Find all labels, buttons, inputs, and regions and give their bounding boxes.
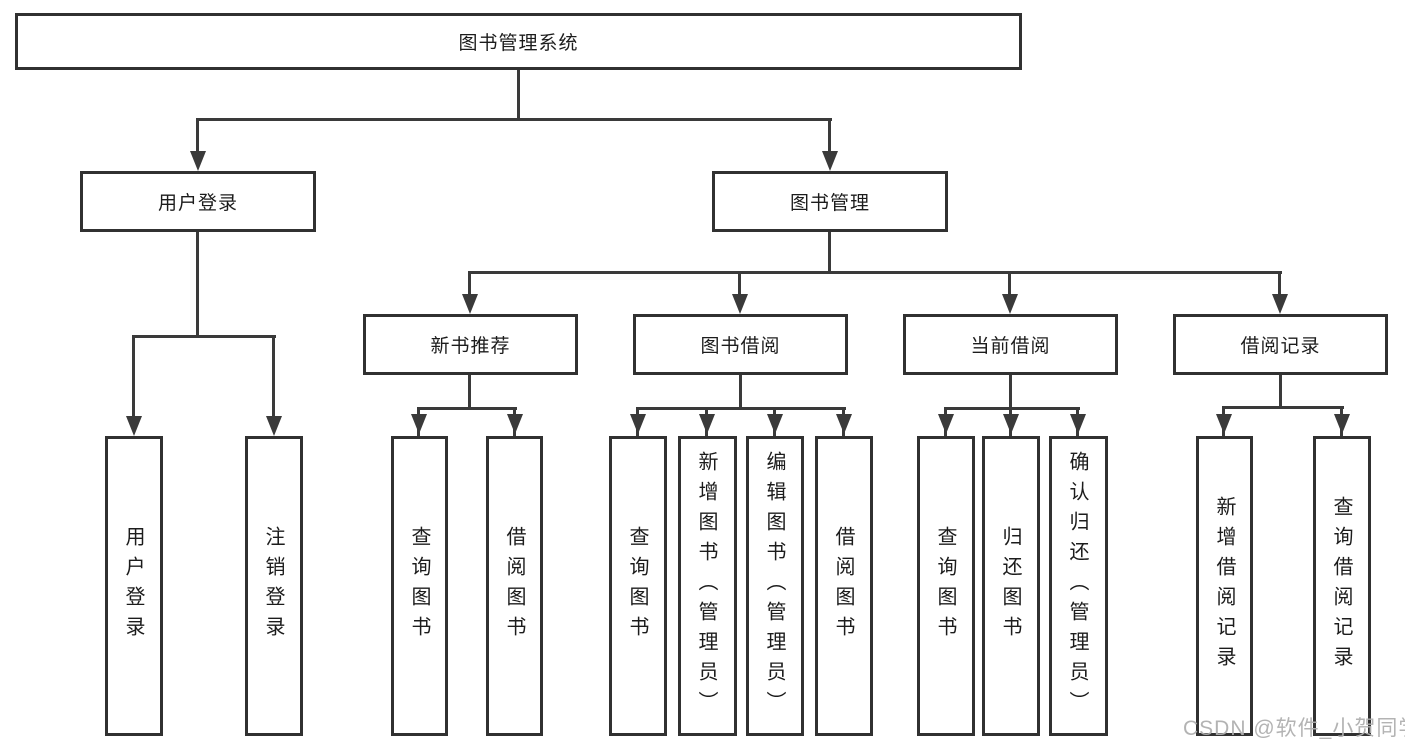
arrow-down-icon (732, 294, 748, 314)
connector-level3-rail (468, 271, 1282, 274)
node-library-management-system: 图书管理系统 (15, 13, 1022, 70)
connector-user-login-rail (132, 335, 276, 338)
node-leaf-add-books-admin: 新增图书（管理员） (678, 436, 737, 736)
arrow-down-icon (266, 416, 282, 436)
node-new-book-recommend: 新书推荐 (363, 314, 578, 375)
node-leaf-query-books: 查询图书 (917, 436, 975, 736)
connector-book-management-stem (828, 232, 831, 271)
arrow-down-icon (462, 294, 478, 314)
connector-stem (1008, 271, 1011, 294)
node-book-borrow: 图书借阅 (633, 314, 848, 375)
connector-stem (1278, 271, 1281, 294)
connector-root-stem (517, 70, 520, 118)
connector-new-book-rail (417, 407, 517, 410)
node-book-management: 图书管理 (712, 171, 948, 232)
csdn-watermark: CSDN @软件_小贺同学 (1183, 717, 1405, 740)
node-leaf-return-books: 归还图书 (982, 436, 1040, 736)
node-leaf-edit-books-admin: 编辑图书（管理员） (746, 436, 804, 736)
node-user-login: 用户登录 (80, 171, 316, 232)
connector-book-borrow-stem (739, 375, 742, 407)
arrow-down-icon (126, 416, 142, 436)
arrow-down-icon (1002, 294, 1018, 314)
node-leaf-query-borrow-record: 查询借阅记录 (1313, 436, 1371, 736)
arrow-down-icon (1272, 294, 1288, 314)
connector-new-book-stem (468, 375, 471, 407)
arrow-down-icon (1334, 414, 1350, 434)
node-leaf-borrow-books: 借阅图书 (815, 436, 873, 736)
node-borrow-records: 借阅记录 (1173, 314, 1388, 375)
arrow-down-icon (190, 151, 206, 171)
node-leaf-add-borrow-record: 新增借阅记录 (1196, 436, 1253, 736)
connector-stem (828, 118, 831, 151)
node-leaf-query-books: 查询图书 (609, 436, 667, 736)
node-leaf-confirm-return-admin: 确认归还（管理员） (1049, 436, 1108, 736)
connector-stem (738, 271, 741, 294)
node-leaf-logout: 注销登录 (245, 436, 303, 736)
arrow-down-icon (1003, 414, 1019, 434)
connector-stem (132, 335, 135, 416)
arrow-down-icon (699, 414, 715, 434)
node-leaf-borrow-books: 借阅图书 (486, 436, 543, 736)
node-leaf-user-login: 用户登录 (105, 436, 163, 736)
connector-borrow-records-stem (1279, 375, 1282, 406)
connector-stem (468, 271, 471, 294)
connector-current-borrow-stem (1009, 375, 1012, 407)
connector-stem (196, 118, 199, 151)
arrow-down-icon (822, 151, 838, 171)
arrow-down-icon (411, 414, 427, 434)
arrow-down-icon (767, 414, 783, 434)
arrow-down-icon (836, 414, 852, 434)
node-current-borrow: 当前借阅 (903, 314, 1118, 375)
connector-level2-rail (196, 118, 832, 121)
connector-book-borrow-rail (636, 407, 846, 410)
arrow-down-icon (938, 414, 954, 434)
node-leaf-query-books: 查询图书 (391, 436, 448, 736)
connector-user-login-stem (196, 232, 199, 335)
connector-borrow-records-rail (1222, 406, 1344, 409)
arrow-down-icon (1216, 414, 1232, 434)
arrow-down-icon (630, 414, 646, 434)
connector-stem (272, 335, 275, 416)
connector-current-borrow-rail (944, 407, 1080, 410)
arrow-down-icon (507, 414, 523, 434)
arrow-down-icon (1070, 414, 1086, 434)
